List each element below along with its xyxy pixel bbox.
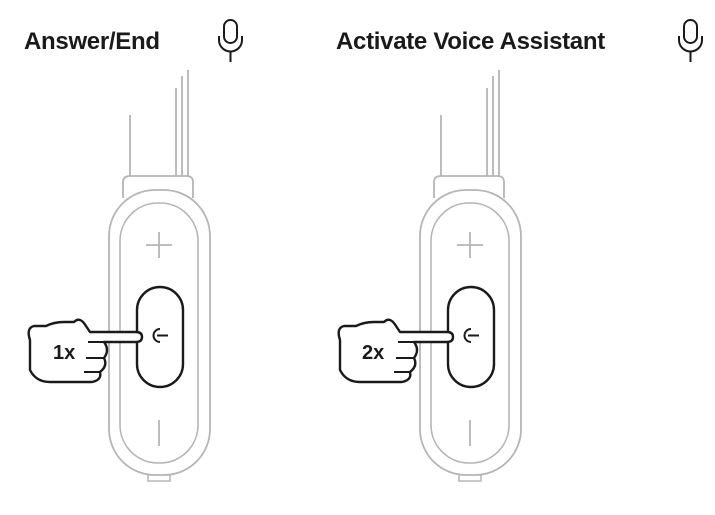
- bottom-port: [147, 475, 171, 482]
- press-count-label: 1x: [53, 342, 76, 364]
- panel-voice-assistant: Activate Voice Assistant 2x: [310, 0, 715, 515]
- microphone-icon: [678, 19, 703, 62]
- remote-illustration: [337, 70, 522, 482]
- pointing-hand-icon: [27, 318, 144, 384]
- bottom-port: [458, 475, 482, 482]
- plus-icon: [457, 232, 483, 258]
- panel-title: Activate Voice Assistant: [336, 28, 605, 55]
- remote-illustration: [27, 70, 211, 482]
- panel-answer-end: Answer/End: [0, 0, 330, 515]
- cable: [129, 70, 189, 176]
- cable: [440, 70, 500, 176]
- plus-icon: [146, 232, 172, 258]
- press-count-label: 2x: [362, 342, 385, 364]
- microphone-icon: [218, 19, 243, 62]
- pointing-hand-icon: [337, 318, 455, 384]
- panel-title: Answer/End: [24, 28, 160, 55]
- multifunction-button: [135, 285, 185, 389]
- multifunction-button: [446, 285, 496, 389]
- power-icon: [463, 328, 472, 343]
- power-icon: [152, 328, 161, 343]
